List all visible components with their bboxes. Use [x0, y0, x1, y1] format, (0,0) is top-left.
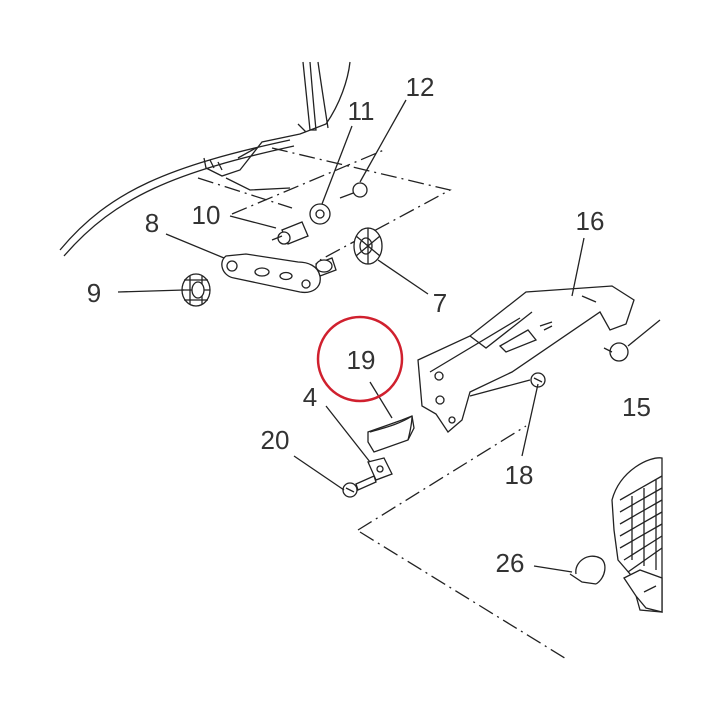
leader-18	[521, 383, 539, 457]
leader-11	[321, 125, 353, 205]
highlight-circle	[316, 315, 404, 403]
label-8: 8	[145, 208, 159, 238]
label-19: 19	[347, 345, 376, 375]
leader-9	[117, 289, 185, 293]
label-26: 26	[496, 548, 525, 578]
part-7-pulley	[353, 227, 383, 265]
housing-shell	[203, 61, 351, 191]
label-20: 20	[261, 425, 290, 455]
part-12-pin	[339, 182, 368, 199]
label-15: 15	[622, 392, 651, 422]
leader-19	[369, 381, 393, 419]
label-9: 9	[87, 278, 101, 308]
label-7: 7	[433, 288, 447, 318]
label-12: 12	[406, 72, 435, 102]
leader-12	[359, 99, 407, 183]
leader-8	[165, 233, 225, 259]
leader-4	[325, 405, 371, 463]
part-26-clip	[569, 555, 606, 585]
fan-unit	[611, 457, 663, 613]
leader-lines	[117, 99, 585, 573]
part-labels: 19 4 20 18 16 12 11 10 8 9 7 26 15	[87, 72, 651, 578]
part-8-link-arm	[221, 253, 337, 294]
leader-16	[571, 237, 585, 297]
part-9-gear	[181, 273, 211, 307]
label-10: 10	[192, 200, 221, 230]
part-18-screw	[469, 372, 546, 397]
cable	[59, 139, 295, 257]
part-19-pad	[367, 415, 415, 453]
upper-assembly-frame	[197, 147, 452, 261]
leader-20	[293, 455, 345, 491]
label-18: 18	[505, 460, 534, 490]
part-4-nut-plate	[367, 457, 393, 481]
leader-10	[229, 215, 277, 229]
leader-7	[377, 259, 429, 295]
label-4: 4	[303, 382, 317, 412]
part-11-washer	[309, 203, 331, 225]
leader-26	[533, 565, 573, 573]
part-16-bracket	[417, 285, 661, 433]
label-11: 11	[348, 96, 375, 126]
part-20-screw	[342, 475, 377, 498]
part-10-bushing	[271, 221, 309, 245]
label-16: 16	[576, 206, 605, 236]
lower-assembly-frame	[357, 425, 569, 661]
